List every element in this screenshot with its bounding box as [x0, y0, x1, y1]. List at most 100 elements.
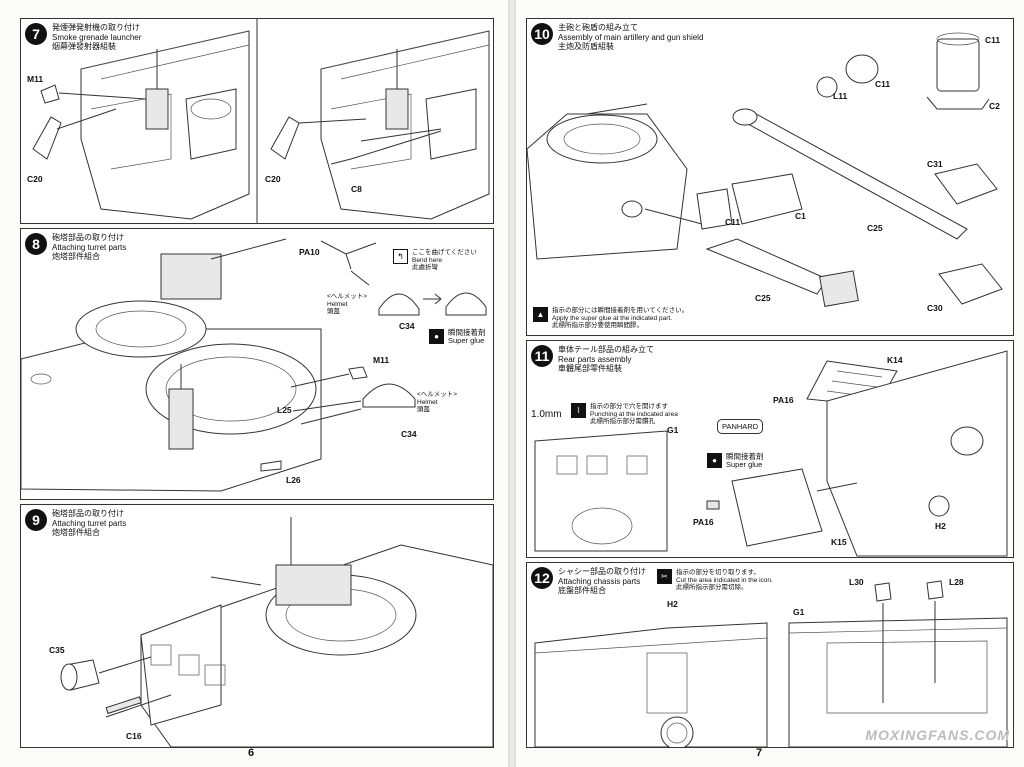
- part-label: C2: [989, 101, 1000, 111]
- step-11-panel: 11 車体テール部品の組み立て Rear parts assembly 車體尾部…: [526, 340, 1014, 558]
- step-title-cn: 烟幕弹發射器組裝: [52, 42, 116, 51]
- part-label: G1: [793, 607, 805, 617]
- part-label: PA16: [773, 395, 794, 405]
- note-cn: 此標所指示部分要使用瞬間膠。: [552, 322, 643, 329]
- step-number: 10: [531, 23, 553, 45]
- step-title-en: Attaching chassis parts: [558, 576, 641, 586]
- cut-en: Cut the area indicated in the icon.: [676, 576, 773, 584]
- step-10-header: 10 主砲と砲盾の組み立て Assembly of main artillery…: [531, 23, 703, 52]
- glue-jp: 瞬間接着剤: [448, 328, 486, 337]
- step-title-en: Assembly of main artillery and gun shiel…: [558, 32, 704, 42]
- glue-icon: ●: [707, 453, 722, 468]
- step-title-jp: 車体テール部品の組み立て: [558, 345, 654, 354]
- part-label: G1: [667, 425, 679, 435]
- step-title-en: Rear parts assembly: [558, 354, 632, 364]
- part-label: C34: [399, 321, 415, 331]
- glue-note: ● 瞬間接着剤 Super glue: [429, 329, 486, 344]
- step-11-header: 11 車体テール部品の組み立て Rear parts assembly 車體尾部…: [531, 345, 654, 374]
- drill-icon: ⌇: [571, 403, 586, 418]
- step-10-illustration: [527, 32, 1003, 307]
- left-page: 7 発煙弾発射機の取り付け Smoke grenade launcher 烟幕弹…: [0, 0, 508, 767]
- step-title-jp: 発煙弾発射機の取り付け: [52, 23, 140, 32]
- step-12-panel: 12 シャシー部品の取り付け Attaching chassis parts 底…: [526, 562, 1014, 748]
- bend-jp: ここを曲げてください: [412, 249, 477, 256]
- helmet-en: Helmet: [327, 300, 348, 308]
- punch-jp: 指示の部分で穴を開けます: [590, 403, 668, 410]
- part-label: L26: [286, 475, 301, 485]
- part-label: C11: [875, 79, 891, 89]
- step-title-jp: 主砲と砲盾の組み立て: [558, 23, 638, 32]
- helmet-cn: 頭盔: [327, 308, 340, 315]
- part-label: PA10: [299, 247, 320, 257]
- step-number: 11: [531, 345, 553, 367]
- step-12-illustration: [534, 580, 1008, 747]
- step-title-cn: 底盤部件組合: [558, 586, 606, 595]
- step-11-illustration: [534, 350, 1008, 557]
- step-9-illustration: [60, 517, 493, 747]
- part-label: L11: [833, 91, 848, 101]
- part-label: C16: [126, 731, 142, 741]
- punch-note: ⌇ 指示の部分で穴を開けます Punching at the indicated…: [571, 403, 678, 426]
- bend-cn: 此處折彎: [412, 264, 438, 271]
- watermark: MOXINGFANS.COM: [865, 727, 1010, 743]
- bend-en: Bend here: [412, 256, 442, 264]
- glue-en: Super glue: [726, 459, 763, 469]
- note-jp: 指示の部分には瞬間接着剤を用いてください。: [552, 307, 689, 314]
- part-label: H2: [935, 521, 946, 531]
- step-title-en: Attaching turret parts: [52, 518, 127, 528]
- part-label: C25: [755, 293, 771, 303]
- cut-note: ✂ 指示の部分を切り取ります。 Cut the area indicated i…: [657, 569, 773, 592]
- step-number: 8: [25, 233, 47, 255]
- part-label: L25: [277, 405, 292, 415]
- step-title-cn: 車體尾部零件組裝: [558, 364, 622, 373]
- step-title-en: Attaching turret parts: [52, 242, 127, 252]
- cut-jp: 指示の部分を切り取ります。: [676, 569, 760, 576]
- part-label: K14: [887, 355, 903, 365]
- cut-icon: ✂: [657, 569, 672, 584]
- part-label: C34: [401, 429, 417, 439]
- step-title-jp: 砲塔部品の取り付け: [52, 509, 124, 518]
- step-8-illustration: [21, 238, 487, 492]
- punch-en: Punching at the indicated area: [590, 410, 678, 418]
- note-en: Apply the super glue at the indicated pa…: [552, 314, 672, 322]
- helmet-jp: <ヘルメット>: [327, 293, 368, 300]
- step-7-illustration: [32, 19, 490, 223]
- page-number: 7: [756, 747, 763, 759]
- helmet-en: Helmet: [417, 398, 438, 406]
- part-label: M11: [27, 74, 44, 84]
- step-title-jp: シャシー部品の取り付け: [558, 567, 646, 576]
- step-title-cn: 主炮及防盾組裝: [558, 42, 614, 51]
- glue-icon: ●: [429, 329, 444, 344]
- drill-size: 1.0mm: [531, 409, 562, 420]
- part-label: L28: [949, 577, 964, 587]
- step-number: 9: [25, 509, 47, 531]
- part-label: C11: [985, 35, 1001, 45]
- glue-jp: 瞬間接着剤: [726, 452, 764, 461]
- step-7-header: 7 発煙弾発射機の取り付け Smoke grenade launcher 烟幕弹…: [25, 23, 141, 52]
- step-10-panel: 10 主砲と砲盾の組み立て Assembly of main artillery…: [526, 18, 1014, 336]
- glue-note: ▲ 指示の部分には瞬間接着剤を用いてください。 Apply the super …: [533, 307, 688, 330]
- part-label: H2: [667, 599, 678, 609]
- part-label: C25: [867, 223, 883, 233]
- part-label: C30: [927, 303, 943, 313]
- part-label: C1: [795, 211, 806, 221]
- step-title-jp: 砲塔部品の取り付け: [52, 233, 124, 242]
- cut-cn: 此標所指示部分需切除。: [676, 584, 748, 591]
- glue-pointer-icon: ▲: [533, 307, 548, 322]
- part-label: C20: [27, 174, 43, 184]
- bend-note: ↰ ここを曲げてください Bend here 此處折彎: [393, 249, 477, 272]
- helmet-cn: 頭盔: [417, 406, 430, 413]
- page-number: 6: [248, 747, 255, 759]
- step-title-cn: 炮塔部件組合: [52, 528, 100, 537]
- page-gutter: [508, 0, 516, 767]
- step-8-panel: 8 砲塔部品の取り付け Attaching turret parts 炮塔部件組…: [20, 228, 494, 500]
- part-label: C31: [927, 159, 943, 169]
- helmet-note-a: <ヘルメット> Helmet 頭盔: [327, 293, 367, 316]
- part-label: M11: [373, 355, 390, 365]
- step-number: 7: [25, 23, 47, 45]
- part-label: L30: [849, 577, 864, 587]
- panhard-plate: PANHARD: [717, 419, 764, 434]
- step-number: 12: [531, 567, 553, 589]
- right-page: 10 主砲と砲盾の組み立て Assembly of main artillery…: [516, 0, 1024, 767]
- punch-cn: 此標所指示部分需鑽孔: [590, 418, 655, 425]
